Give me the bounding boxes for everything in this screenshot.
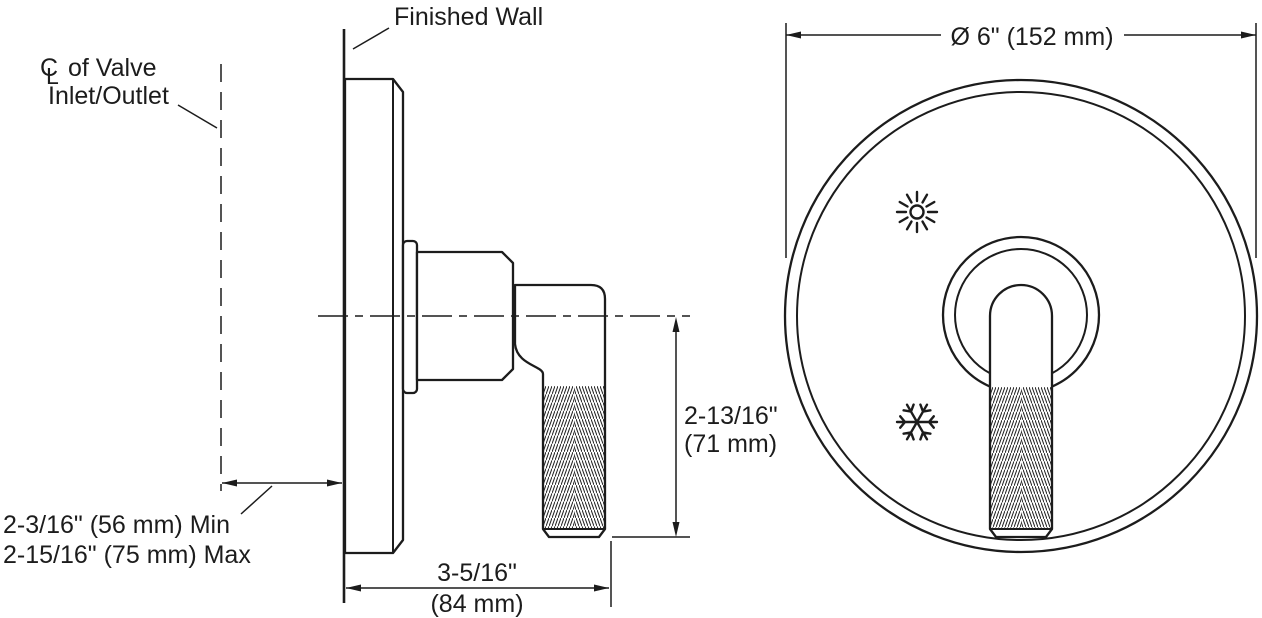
- handle-knurl-side: [543, 386, 605, 529]
- dimension-wall-depth: 2-3/16" (56 mm) Min 2-15/16" (75 mm) Max: [3, 479, 342, 569]
- projection-width-mm-label: (84 mm): [430, 590, 523, 618]
- projection-width-in-label: 3-5/16": [437, 559, 517, 587]
- arrowhead: [672, 317, 680, 332]
- centerline-label-line2: Inlet/Outlet: [48, 82, 169, 110]
- side-view: Finished Wall C L of Valve Inlet/Outlet …: [3, 3, 778, 618]
- arrowhead: [346, 584, 361, 592]
- wall-depth-leader: [240, 485, 273, 515]
- dimension-projection-width: 3-5/16" (84 mm): [346, 541, 612, 618]
- handle-drop-mm-label: (71 mm): [684, 430, 777, 458]
- wall-depth-max-label: 2-15/16" (75 mm) Max: [3, 541, 251, 569]
- centerline-leader: [177, 104, 218, 129]
- finished-wall-label: Finished Wall: [394, 3, 543, 31]
- dimension-diameter: Ø 6" (152 mm): [785, 23, 1257, 258]
- handle-knurl-front: [990, 387, 1052, 529]
- diameter-label: Ø 6" (152 mm): [950, 23, 1113, 51]
- handle-drop-in-label: 2-13/16": [684, 402, 778, 430]
- snowflake-icon: [895, 403, 939, 441]
- centerline-symbol-c: C: [40, 54, 58, 82]
- arrowhead: [672, 522, 680, 537]
- arrowhead: [1241, 31, 1256, 39]
- sun-icon: [895, 190, 939, 234]
- centerline-label-line1: of Valve: [68, 54, 156, 82]
- escutcheon-inner-circle: [796, 91, 1246, 541]
- escutcheon-outer-circle: [783, 78, 1259, 554]
- arrowhead: [786, 31, 801, 39]
- dimension-handle-drop: 2-13/16" (71 mm): [612, 317, 778, 538]
- centerline-symbol-l: L: [46, 63, 59, 89]
- finished-wall-leader: [352, 27, 390, 50]
- arrowhead: [594, 584, 609, 592]
- arrowhead: [327, 479, 342, 487]
- wall-depth-min-label: 2-3/16" (56 mm) Min: [3, 511, 230, 539]
- front-view: Ø 6" (152 mm): [783, 23, 1259, 554]
- arrowhead: [222, 479, 237, 487]
- bonnet-flange: [401, 239, 419, 395]
